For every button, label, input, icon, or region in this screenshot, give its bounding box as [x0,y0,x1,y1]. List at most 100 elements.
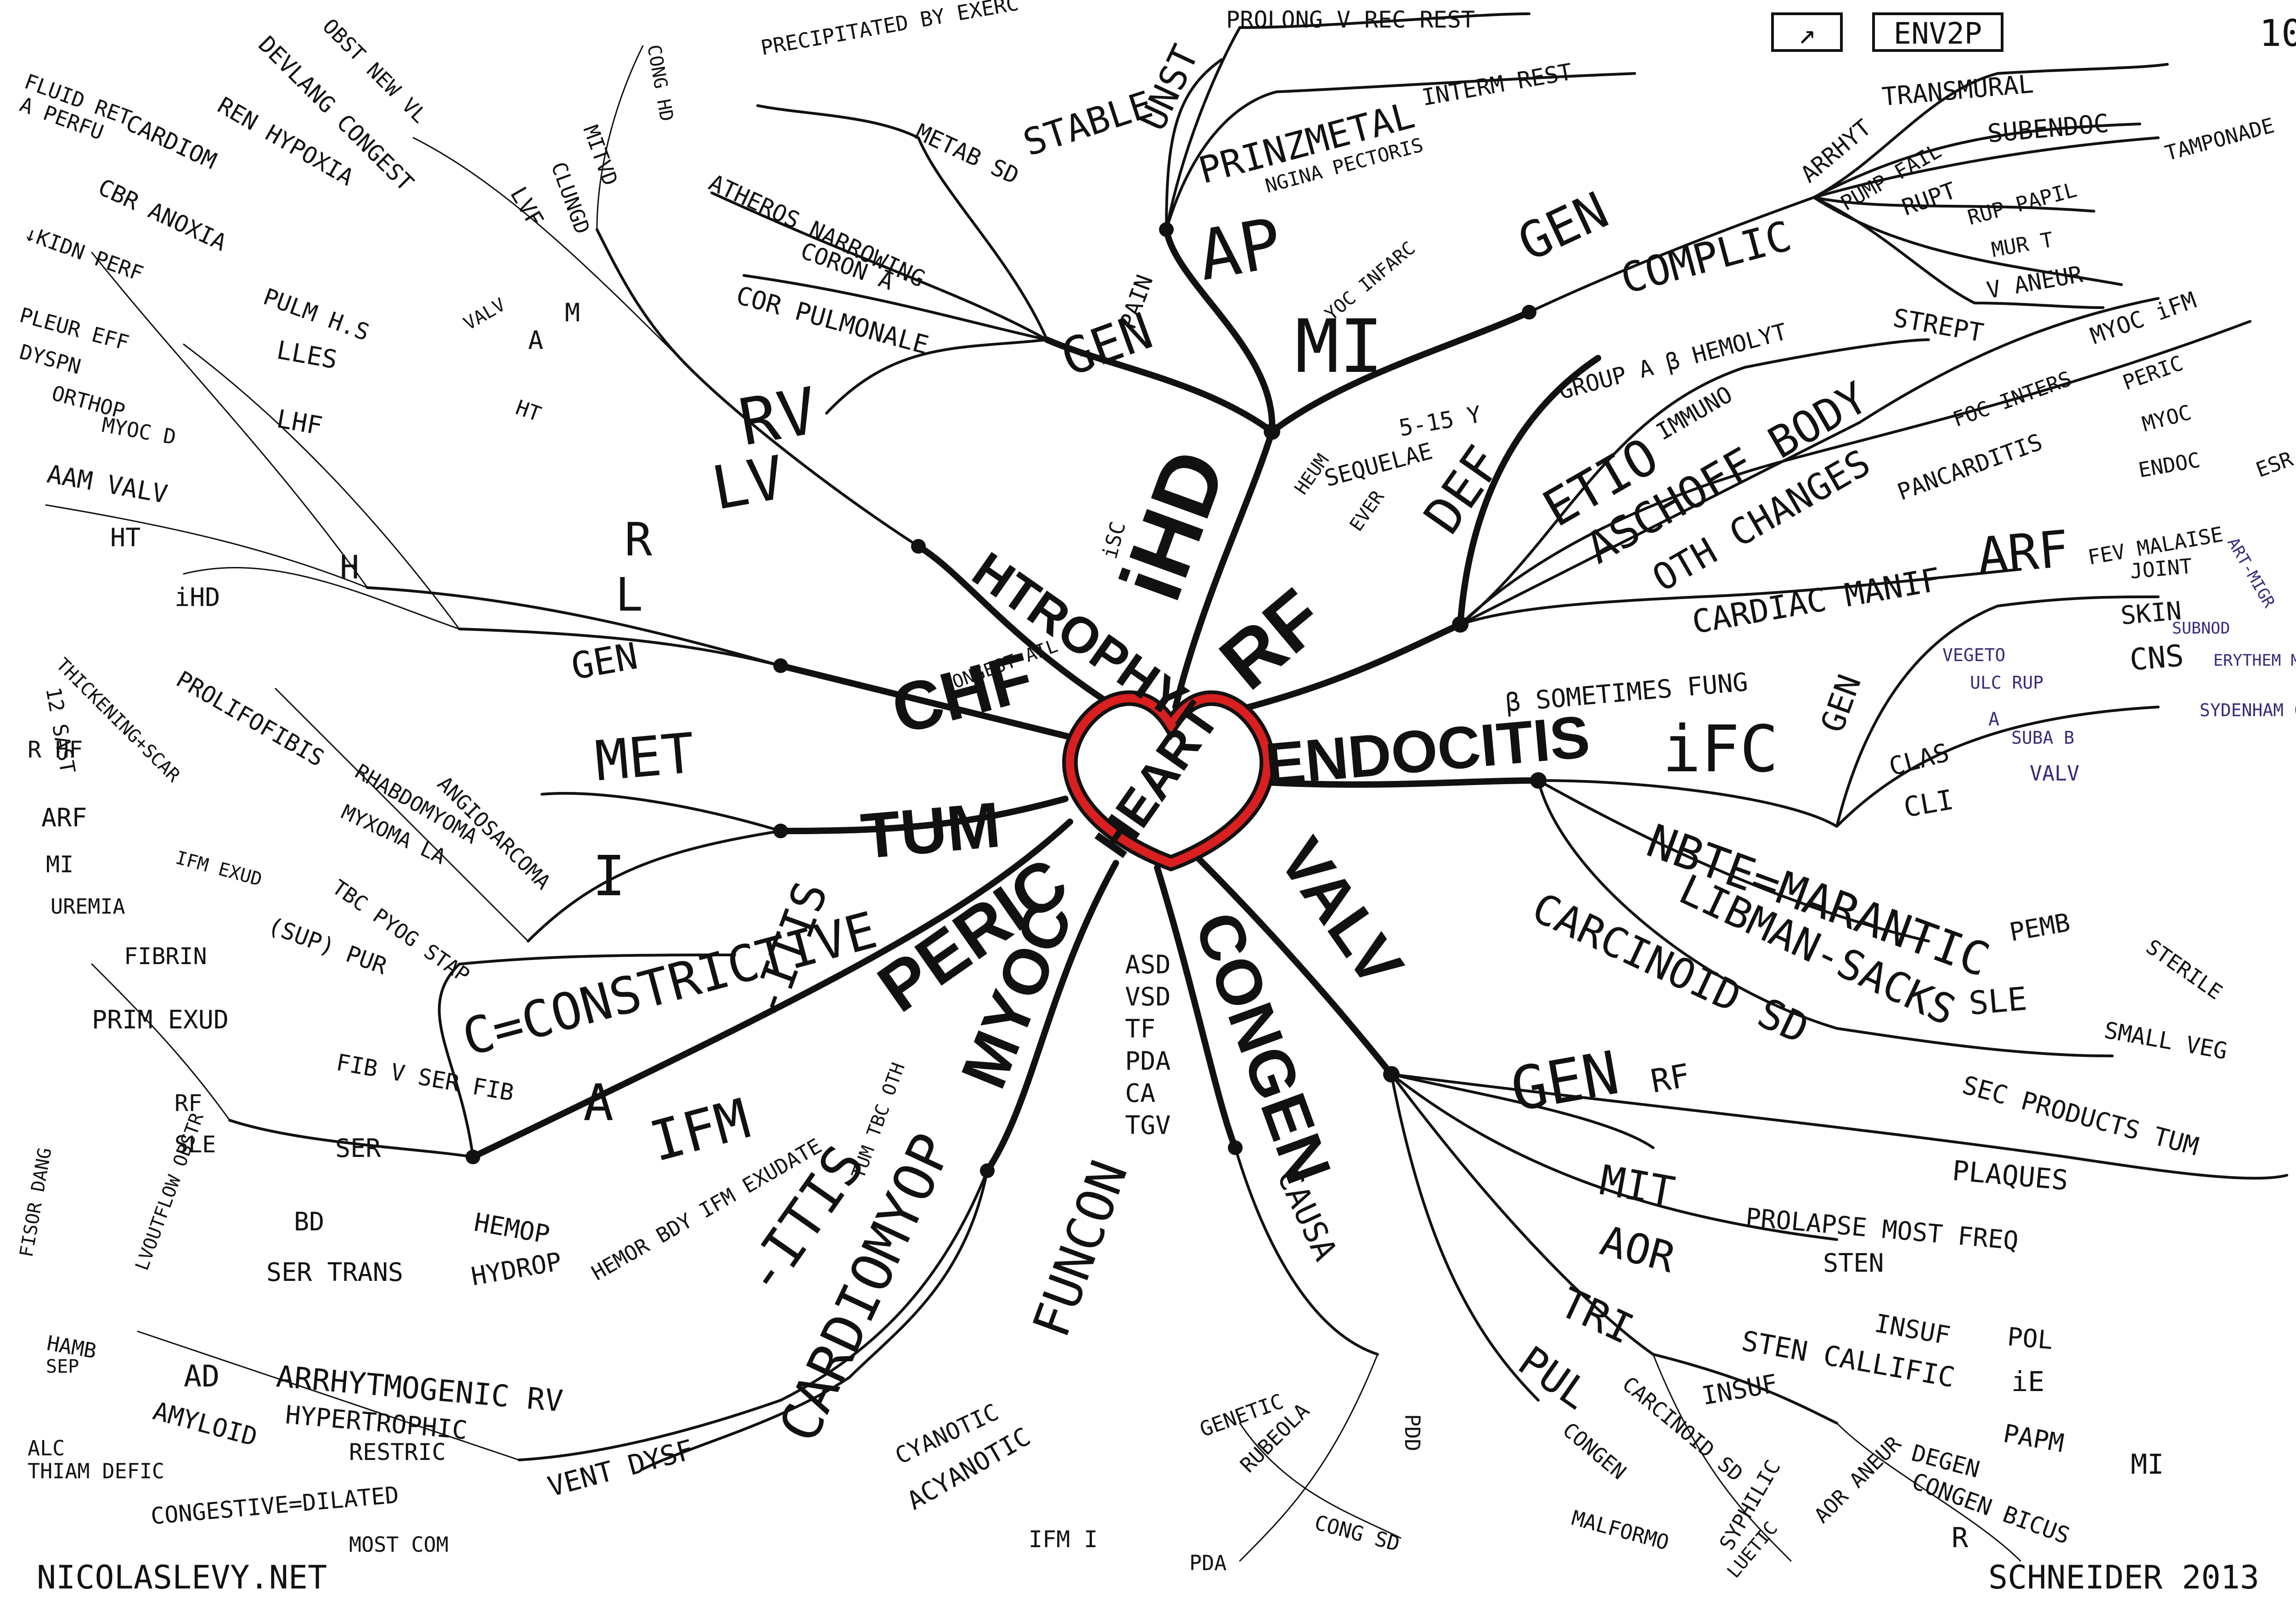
svg-text:L: L [615,568,643,622]
mi-label: MI [1295,303,1384,389]
svg-text:GEN: GEN [1509,181,1617,273]
svg-text:ORTHOP: ORTHOP [49,381,128,423]
svg-text:PROLAPSE MOST FREQ: PROLAPSE MOST FREQ [1745,1202,2020,1256]
svg-text:MOST COM: MOST COM [349,1532,449,1557]
svg-text:R: R [625,513,653,567]
svg-text:RV: RV [734,374,823,461]
svg-text:PULM H.S: PULM H.S [260,283,373,346]
svg-text:5-15 Y: 5-15 Y [1397,401,1483,441]
svg-text:iHD: iHD [174,583,220,612]
chf-branch [777,662,1101,747]
svg-text:CA: CA [1125,1078,1155,1108]
svg-text:AOR: AOR [1595,1217,1680,1283]
svg-text:ASD: ASD [1125,950,1171,979]
label-valv: VALV [1265,825,1417,999]
svg-text:SER TRANS: SER TRANS [266,1257,403,1287]
svg-text:iE: iE [2011,1366,2044,1398]
svg-text:V ANEUR: V ANEUR [1985,261,2085,304]
svg-text:MALFORMO: MALFORMO [1569,1505,1671,1554]
svg-text:CONGEN BICUS: CONGEN BICUS [1908,1468,2073,1549]
svg-text:PUL: PUL [1509,1337,1598,1419]
svg-text:MUR T: MUR T [1990,227,2055,262]
svg-text:FOC INTERS: FOC INTERS [1950,366,2075,432]
svg-text:iFC: iFC [1662,712,1778,787]
svg-text:HYDROP: HYDROP [469,1246,564,1291]
svg-text:INTERM REST: INTERM REST [1420,58,1574,111]
svg-text:FUNCON: FUNCON [1021,1153,1139,1345]
svg-text:SUBENDOC: SUBENDOC [1986,108,2110,148]
header-box-1-label: ↗ [1798,17,1816,51]
svg-text:RF: RF [174,1090,202,1117]
rf-branch [1209,621,1463,719]
ap-label: AP [1192,203,1288,297]
svg-text:CARDIOM: CARDIOM [122,109,220,174]
svg-text:DYSPN: DYSPN [17,339,84,379]
endocitis-branch [1232,777,1542,788]
svg-text:ULC RUP: ULC RUP [1970,673,2043,693]
fine-branches [45,45,2021,1562]
svg-text:EVER: EVER [1346,487,1389,535]
ihd-branch [1172,428,1275,710]
svg-text:TF: TF [1125,1014,1155,1044]
header-box-1 [1771,12,1843,52]
svg-text:TGV: TGV [1125,1111,1171,1140]
svg-text:SKIN: SKIN [2120,596,2183,630]
svg-text:RESTRIC: RESTRIC [349,1439,446,1465]
secondary-branches [228,12,2288,1470]
mi-branch [1269,309,1532,435]
svg-text:INSUF: INSUF [1873,1308,1953,1351]
svg-text:PRIM EXUD: PRIM EXUD [92,1005,229,1034]
svg-text:IFM: IFM [644,1087,756,1174]
svg-text:THIAM DEFIC: THIAM DEFIC [28,1459,164,1483]
svg-text:ERYTHEM MARG: ERYTHEM MARG [2213,651,2296,670]
svg-text:LVF: LVF [505,182,549,231]
svg-text:HT: HT [512,395,544,427]
svg-text:PDA: PDA [1189,1551,1227,1575]
svg-text:PROLONG V REC REST: PROLONG V REC REST [1226,6,1475,33]
svg-text:FISOR DANG: FISOR DANG [16,1146,56,1259]
svg-text:ENDOC: ENDOC [2137,448,2202,483]
svg-text:MI: MI [2131,1448,2164,1481]
svg-text:CNS: CNS [2128,639,2185,678]
svg-text:ESR: ESR [2253,446,2296,482]
svg-text:FIBRIN: FIBRIN [124,943,207,970]
svg-text:AD: AD [184,1359,219,1394]
tum-branch [777,796,1069,834]
svg-text:A: A [1988,709,1999,730]
svg-text:MYOC: MYOC [2139,400,2194,436]
svg-text:ARRHYT: ARRHYT [1795,114,1876,188]
svg-text:STERILE: STERILE [2142,935,2227,1005]
svg-text:CBR ANOXIA: CBR ANOXIA [94,174,231,256]
svg-text:STEN: STEN [1823,1248,1884,1278]
svg-text:ALC: ALC [28,1436,65,1460]
svg-text:AOR ANEUR: AOR ANEUR [1809,1431,1906,1528]
svg-text:R HF: R HF [28,736,83,763]
valv-branch [1191,851,1395,1077]
svg-text:CARDIAC MANIF: CARDIAC MANIF [1689,561,1944,641]
footer-credit: SCHNEIDER 2013 [1988,1559,2259,1596]
svg-text:MIT: MIT [1596,1156,1678,1217]
svg-text:MYOC iFM: MYOC iFM [2087,286,2200,349]
svg-text:UREMIA: UREMIA [51,894,125,919]
page-number: 10 [2259,12,2296,55]
svg-text:JOINT: JOINT [2129,554,2193,584]
svg-text:R: R [1952,1522,1969,1554]
svg-text:PERIC: PERIC [2120,351,2186,395]
svg-text:↓KIDN PERF: ↓KIDN PERF [21,221,146,286]
svg-text:M: M [565,298,580,327]
junction-dots [466,222,1547,1178]
label-tum: TUM [858,788,1003,872]
svg-text:SEQUELAE: SEQUELAE [1322,438,1435,492]
svg-text:VENT DYSF: VENT DYSF [545,1434,697,1504]
svg-text:SER: SER [335,1134,381,1163]
svg-text:SLE: SLE [174,1131,216,1158]
svg-text:RF: RF [1648,1056,1693,1100]
svg-text:SYDENHAM CHOREA: SYDENHAM CHOREA [2200,700,2296,720]
svg-text:MITVD: MITVD [579,122,623,189]
svg-text:ARF: ARF [1975,519,2071,586]
svg-text:GEN: GEN [568,634,641,688]
svg-text:VEGETO: VEGETO [1942,645,2005,665]
svg-text:SMALL VEG: SMALL VEG [2102,1017,2229,1065]
svg-text:RUPT: RUPT [1898,177,1959,221]
